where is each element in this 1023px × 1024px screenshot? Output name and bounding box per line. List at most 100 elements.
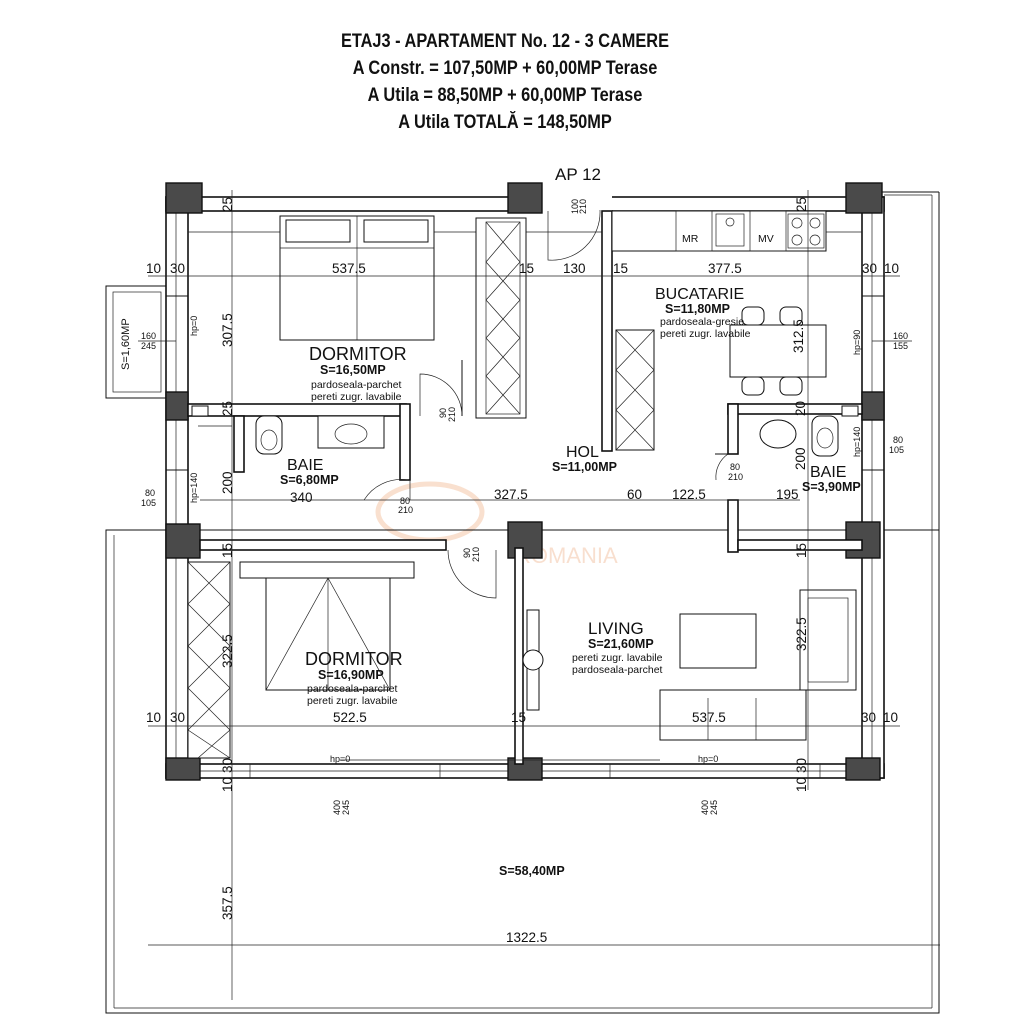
bathroom-2-fixtures	[759, 405, 859, 457]
dim-10-d: 10	[883, 710, 898, 725]
dim-10-f: 10	[794, 777, 809, 792]
sill-hp140-a: hp=140	[189, 473, 199, 503]
dim-122-5: 122.5	[672, 487, 706, 502]
window-80-105-b-width: 80	[893, 435, 903, 445]
title-line-1: ETAJ3 - APARTAMENT No. 12 - 3 CAMERE	[340, 31, 670, 52]
window-160-245-width: 160	[141, 331, 156, 341]
kitchen-mr-label: MR	[682, 233, 699, 245]
doors	[363, 209, 729, 599]
sill-hp0-a: hp=0	[189, 316, 199, 336]
dim-322-5-a: 322.5	[220, 634, 235, 668]
window-160-245-height: 245	[141, 341, 156, 351]
balcony-left	[105, 285, 167, 399]
dim-10-a: 10	[146, 261, 161, 276]
dim-25-c: 25	[220, 401, 235, 416]
dim-25-b: 25	[794, 197, 809, 212]
dim-30-e: 30	[220, 758, 235, 773]
entrance-gap	[540, 195, 612, 213]
dormitor-1-note-1: pardoseala-parchet	[311, 379, 402, 391]
dim-30-b: 30	[862, 261, 877, 276]
dormitor-2-note-1: pardoseala-parchet	[307, 683, 398, 695]
door-90-a-height: 210	[447, 407, 457, 422]
dormitor-2-name: DORMITOR	[305, 649, 403, 669]
door-80-b-width: 80	[730, 462, 740, 472]
bucatarie-area: S=11,80MP	[665, 302, 730, 316]
living-note-1: pereti zugr. lavabile	[572, 652, 663, 664]
dormitor-2-area: S=16,90MP	[318, 668, 384, 682]
dormitor-1-name: DORMITOR	[309, 344, 407, 364]
sill-hp140-b: hp=140	[852, 427, 862, 457]
window-400-245-a-width: 400	[332, 800, 342, 815]
dim-30-f: 30	[794, 758, 809, 773]
baie-2-name: BAIE	[810, 464, 846, 481]
dim-322-5-b: 322.5	[794, 617, 809, 651]
dim-10-c: 10	[146, 710, 161, 725]
dim-357-5: 357.5	[220, 886, 235, 920]
dim-537-5-b: 537.5	[692, 710, 726, 725]
baie-1-area: S=6,80MP	[280, 473, 339, 487]
door-80-a-width: 80	[400, 496, 410, 506]
dim-377-5: 377.5	[708, 261, 742, 276]
living-area: S=21,60MP	[588, 637, 654, 651]
sill-hp0-b: hp=0	[330, 754, 350, 764]
dim-15-e: 15	[511, 710, 526, 725]
kitchen-counter: MR MV	[611, 210, 827, 252]
living-furniture	[522, 589, 857, 741]
dim-15-b: 15	[613, 261, 628, 276]
window-80-105-a-width: 80	[145, 488, 155, 498]
dim-30-c: 30	[170, 710, 185, 725]
door-100-height: 210	[578, 199, 588, 214]
hol-area: S=11,00MP	[552, 460, 617, 474]
door-90-b-height: 210	[471, 547, 481, 562]
bed-bedroom-2	[239, 561, 415, 691]
door-90-b-width: 90	[462, 548, 472, 558]
window-400-245-b-height: 245	[709, 800, 719, 815]
dim-327-5: 327.5	[494, 487, 528, 502]
dim-307-5: 307.5	[220, 313, 235, 347]
sill-hp90: hp=90	[852, 330, 862, 355]
door-90-a-width: 90	[438, 408, 448, 418]
windows	[166, 295, 884, 778]
bucatarie-note-2: pereti zugr. lavabile	[660, 328, 751, 340]
title-line-3: A Utila = 88,50MP + 60,00MP Terase	[367, 85, 643, 106]
bucatarie-name: BUCATARIE	[655, 286, 744, 303]
dim-522-5: 522.5	[333, 710, 367, 725]
window-80-105-b-height: 105	[889, 445, 904, 455]
balcon-area: S=1,60MP	[120, 318, 132, 370]
window-400-245-b-width: 400	[700, 800, 710, 815]
window-80-105-a-height: 105	[141, 498, 156, 508]
bucatarie-note-1: pardoseala-gresie	[660, 316, 744, 328]
dim-195: 195	[776, 487, 799, 502]
dim-200-b: 200	[793, 447, 808, 470]
wardrobe-bedroom-1	[475, 217, 527, 419]
dimension-lines	[148, 190, 940, 1000]
dim-60: 60	[627, 487, 642, 502]
dim-25-a: 25	[220, 197, 235, 212]
sill-hp0-c: hp=0	[698, 754, 718, 764]
door-100-width: 100	[570, 199, 580, 214]
title-line-4: A Utila TOTALĂ = 148,50MP	[398, 112, 612, 133]
dim-130: 130	[563, 261, 586, 276]
window-160-155-height: 155	[893, 341, 908, 351]
terasa-area: S=58,40MP	[499, 864, 565, 878]
window-400-245-a-height: 245	[341, 800, 351, 815]
dim-537-5-a: 537.5	[332, 261, 366, 276]
dim-200-a: 200	[220, 471, 235, 494]
closet-hall	[615, 329, 655, 451]
bathroom-1-fixtures	[191, 405, 385, 455]
kitchen-mv-label: MV	[758, 233, 774, 245]
dormitor-2-note-2: pereti zugr. lavabile	[307, 695, 398, 707]
baie-2-area: S=3,90MP	[802, 480, 861, 494]
dim-30-d: 30	[861, 710, 876, 725]
title-line-2: A Constr. = 107,50MP + 60,00MP Terase	[352, 58, 658, 79]
window-160-155-width: 160	[893, 331, 908, 341]
bed-bedroom-1	[279, 215, 435, 341]
dim-340: 340	[290, 490, 313, 505]
kitchen-table	[729, 306, 827, 396]
dim-15-c: 15	[220, 543, 235, 558]
wardrobe-bedroom-2	[187, 561, 231, 759]
dim-15-d: 15	[794, 543, 809, 558]
dim-10-e: 10	[220, 777, 235, 792]
hol-name: HOL	[566, 444, 599, 461]
